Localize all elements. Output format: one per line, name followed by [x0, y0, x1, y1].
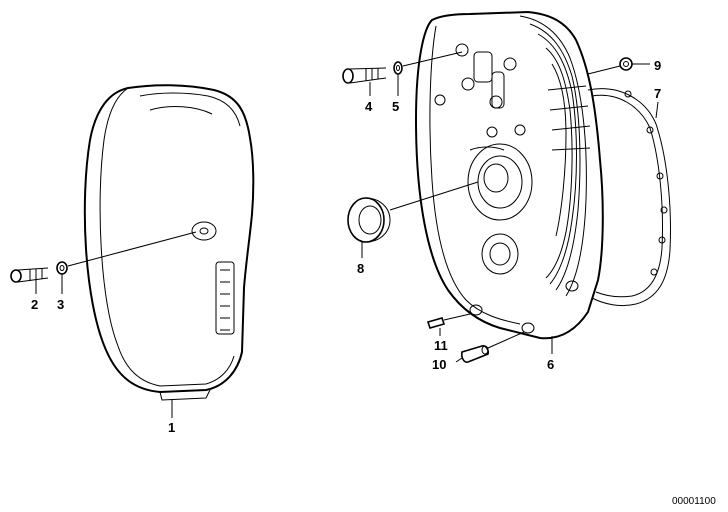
callout-6: 6	[547, 357, 554, 372]
shaft-seal-part[interactable]	[347, 197, 391, 243]
bolt-part-2[interactable]	[10, 267, 49, 283]
callout-2: 2	[31, 297, 38, 312]
leader-line	[402, 51, 463, 67]
callout-11: 11	[434, 338, 448, 353]
sleeve-part[interactable]	[461, 345, 489, 363]
leader-line	[587, 65, 621, 75]
washer-part-3[interactable]	[56, 261, 68, 275]
callout-8: 8	[357, 261, 364, 276]
inner-cover-part[interactable]	[414, 10, 604, 340]
callout-9: 9	[654, 58, 661, 73]
callout-leader-7	[655, 101, 659, 119]
leader-line	[389, 181, 479, 211]
callout-4: 4	[365, 99, 373, 114]
gasket-part[interactable]	[587, 88, 671, 307]
leader-line	[67, 231, 197, 267]
washer-part-5[interactable]	[393, 61, 403, 75]
washer-part-9[interactable]	[619, 57, 633, 71]
leader-line	[487, 331, 525, 349]
callout-1: 1	[168, 420, 175, 435]
callout-3: 3	[57, 297, 64, 312]
bolt-part-4[interactable]	[342, 67, 387, 84]
callout-5: 5	[392, 99, 399, 114]
callout-10: 10	[432, 357, 446, 372]
leader-line	[443, 313, 471, 321]
callout-leader-10	[455, 357, 463, 363]
outer-cover-part[interactable]	[83, 84, 255, 401]
diagram-reference-number: 00001100	[672, 496, 716, 507]
callout-7: 7	[654, 86, 661, 101]
dowel-pin-part[interactable]	[426, 317, 446, 329]
